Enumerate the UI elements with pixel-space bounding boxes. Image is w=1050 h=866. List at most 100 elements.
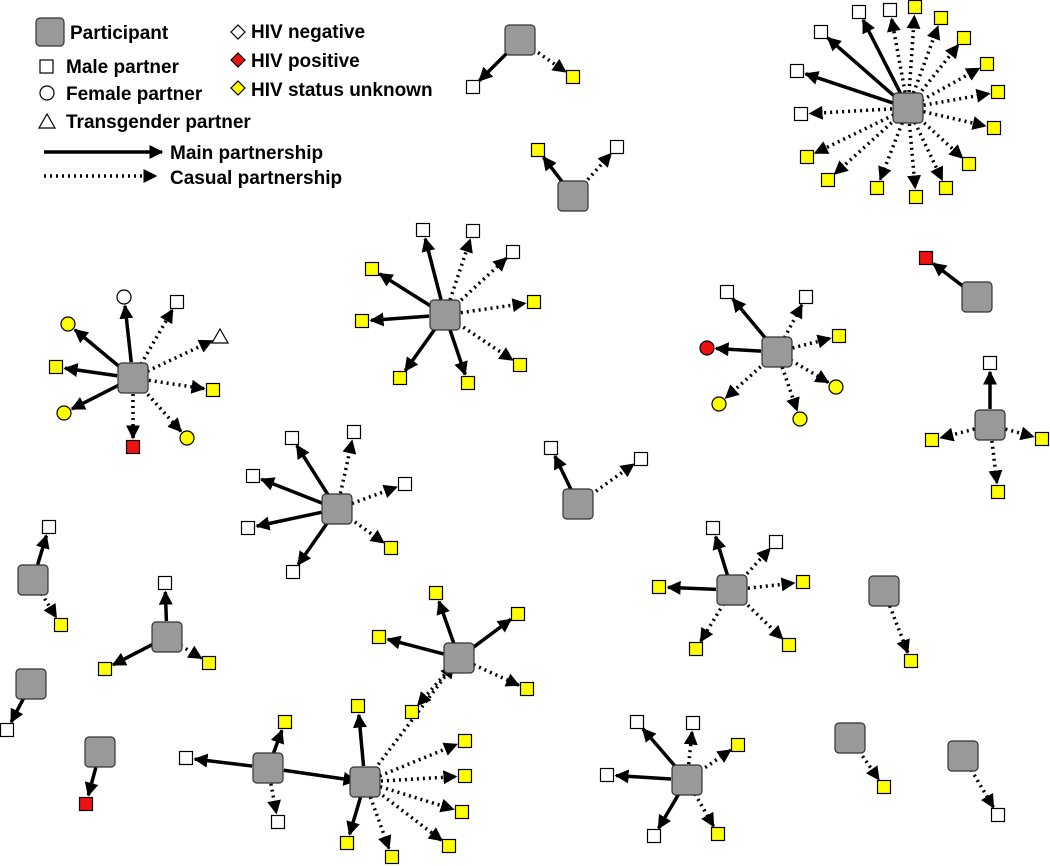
male-partner-node bbox=[990, 807, 1006, 823]
edge-main-partnership bbox=[296, 521, 330, 566]
edge-main-partnership bbox=[270, 729, 285, 754]
edge-casual-partnership bbox=[918, 117, 964, 160]
edge-main-participant-link bbox=[283, 768, 358, 786]
male-partner-node bbox=[869, 180, 885, 196]
transgender-partner-node bbox=[210, 327, 230, 344]
edge-main-partnership bbox=[478, 50, 510, 82]
male-partner-node bbox=[876, 779, 892, 795]
legend-hiv-positive-label: HIV positive bbox=[251, 51, 360, 72]
legend-female-symbol bbox=[39, 85, 55, 101]
male-partner-node bbox=[354, 313, 370, 329]
legend-hiv-positive-symbol bbox=[230, 52, 246, 68]
edge-casual-partnership bbox=[582, 152, 613, 186]
edge-casual-partnership bbox=[379, 742, 458, 778]
participant-node bbox=[557, 180, 589, 212]
legend-transgender-label: Transgender partner bbox=[66, 112, 251, 133]
legend-hiv-negative-symbol bbox=[230, 24, 246, 40]
male-partner-node bbox=[851, 4, 867, 20]
male-partner-node bbox=[986, 120, 1002, 136]
male-partner-node bbox=[339, 835, 355, 851]
edge-casual-partnership bbox=[724, 361, 767, 400]
male-partner-node bbox=[938, 180, 954, 196]
male-partner-node bbox=[633, 451, 649, 467]
participant-node bbox=[834, 722, 866, 754]
male-partner-node bbox=[364, 261, 380, 277]
edge-main-partnership bbox=[731, 297, 769, 341]
male-partner-node bbox=[979, 56, 995, 72]
edge-main-partnership bbox=[553, 454, 573, 491]
edge-casual-partnership bbox=[747, 577, 796, 592]
male-partner-node bbox=[565, 69, 581, 85]
edge-casual-partnership bbox=[142, 388, 183, 433]
edge-casual-partnership bbox=[368, 796, 392, 850]
male-partner-node bbox=[609, 139, 625, 155]
male-partner-node bbox=[285, 564, 301, 580]
edge-casual-partnership bbox=[455, 256, 508, 306]
male-partner-node bbox=[543, 440, 559, 456]
participant-node bbox=[15, 668, 47, 700]
male-partner-node bbox=[240, 520, 256, 536]
participant-node bbox=[84, 736, 116, 768]
edge-casual-partnership bbox=[416, 668, 450, 707]
male-partner-node bbox=[730, 737, 746, 753]
male-partner-node bbox=[685, 715, 701, 731]
edge-casual-partnership bbox=[448, 238, 473, 301]
male-partner-node bbox=[882, 2, 898, 18]
male-partner-node bbox=[990, 484, 1006, 500]
edge-main-partnership bbox=[436, 600, 456, 644]
male-partner-node bbox=[48, 359, 64, 375]
male-partner-node bbox=[961, 156, 977, 172]
edge-casual-partnership bbox=[913, 121, 944, 182]
legend-casual-label: Casual partnership bbox=[170, 168, 342, 189]
edge-main-partnership bbox=[295, 444, 330, 497]
female-partner-node bbox=[699, 340, 715, 356]
edge-main-partnership bbox=[35, 534, 50, 566]
male-partner-node bbox=[530, 142, 546, 158]
edge-casual-partnership bbox=[267, 783, 281, 815]
male-partner-node bbox=[651, 579, 667, 595]
male-partner-node bbox=[799, 149, 815, 165]
male-partner-node bbox=[270, 814, 286, 830]
edge-casual-partnership bbox=[782, 303, 804, 339]
edge-main-partnership bbox=[193, 753, 253, 768]
male-partner-node bbox=[201, 655, 217, 671]
male-partner-node bbox=[0, 722, 15, 738]
male-partner-node bbox=[465, 223, 481, 239]
male-partner-node bbox=[798, 289, 814, 305]
edge-main-partnership bbox=[369, 312, 430, 327]
edge-main-partnership bbox=[470, 617, 512, 650]
edge-main-partnership bbox=[542, 156, 565, 185]
male-partner-node bbox=[688, 641, 704, 657]
edge-main-partnership bbox=[84, 766, 99, 797]
male-partner-node bbox=[924, 432, 940, 448]
participant-node bbox=[671, 764, 703, 796]
edge-casual-partnership bbox=[923, 88, 991, 107]
male-partner-node bbox=[383, 540, 399, 556]
edge-casual-participant-link bbox=[373, 664, 455, 771]
legend-hiv-unknown-symbol bbox=[230, 80, 246, 96]
edge-main-partnership bbox=[63, 363, 118, 378]
edge-casual-partnership bbox=[148, 378, 206, 394]
male-partner-node bbox=[519, 681, 535, 697]
participant-node bbox=[961, 281, 993, 313]
network-edges bbox=[9, 14, 1035, 850]
edge-casual-partnership bbox=[460, 298, 527, 315]
participant-node bbox=[321, 493, 353, 525]
male-partner-node bbox=[918, 250, 934, 266]
edge-casual-partnership bbox=[789, 358, 830, 384]
male-partner-node bbox=[284, 430, 300, 446]
male-partner-node bbox=[169, 294, 185, 310]
male-partner-node bbox=[710, 826, 726, 842]
edge-main-partnership bbox=[641, 727, 678, 770]
male-partner-node bbox=[956, 30, 972, 46]
male-partner-node bbox=[526, 294, 542, 310]
male-partner-node bbox=[1034, 431, 1050, 447]
edge-main-partnership bbox=[255, 510, 322, 531]
participant-node bbox=[562, 488, 594, 520]
edge-casual-partnership bbox=[907, 123, 922, 190]
edge-main-partnership bbox=[861, 18, 903, 95]
edge-casual-partnership bbox=[808, 105, 893, 120]
edge-main-partnership bbox=[614, 769, 672, 784]
male-partner-node bbox=[441, 838, 457, 854]
male-partner-node bbox=[512, 357, 528, 373]
